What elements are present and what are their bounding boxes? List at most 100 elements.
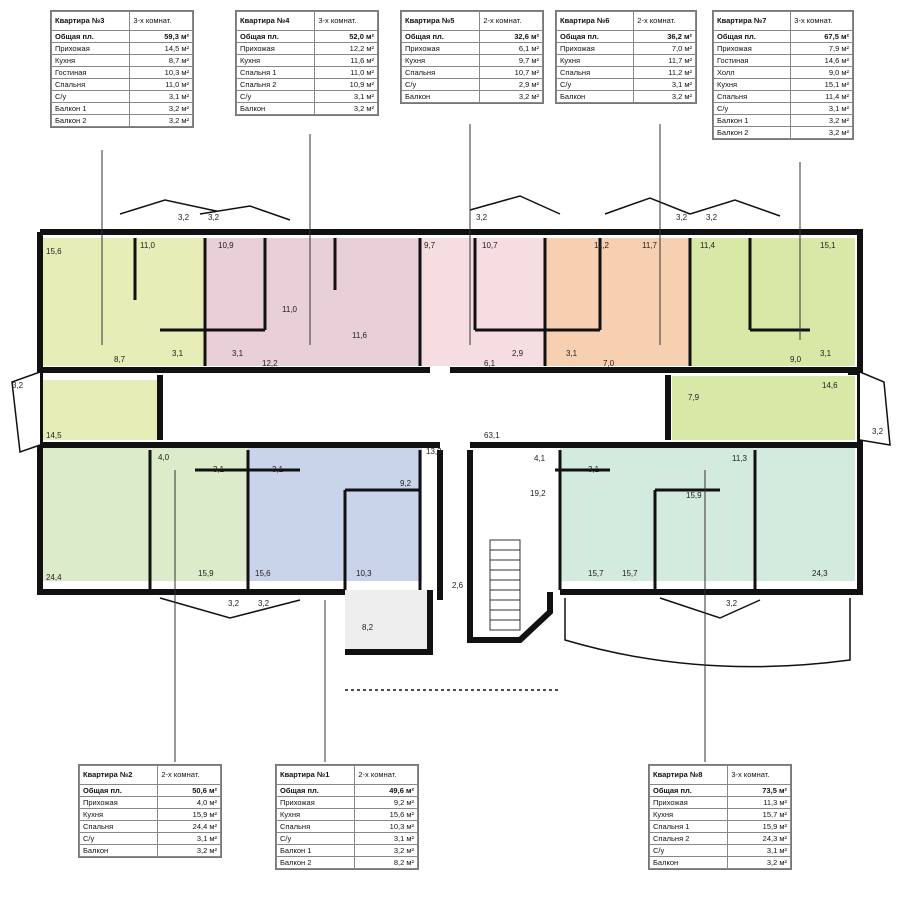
room-area-label: 8,2	[362, 623, 374, 632]
room-name: Прихожая	[50, 42, 131, 55]
room-area-label: 6,1	[484, 359, 496, 368]
room-name: Кухня	[648, 808, 729, 821]
room-area: 3,1 м²	[790, 102, 853, 115]
room-area-label: 15,9	[686, 491, 702, 500]
room-area: 14,6 м²	[790, 54, 853, 67]
room-area-label: 3,2	[12, 381, 24, 390]
room-area-label: 9,7	[424, 241, 436, 250]
balcony-top-2	[199, 205, 291, 221]
room-name: Общая пл.	[555, 30, 635, 43]
room-area: 11,4 м²	[790, 90, 853, 103]
wall-c	[148, 450, 422, 590]
room-area: 15,7 м²	[727, 808, 791, 821]
room-area-label: 19,2	[530, 489, 546, 498]
room-name: Балкон 1	[275, 844, 356, 857]
room-area: 3,2 м²	[314, 102, 378, 115]
wall-a	[133, 238, 422, 366]
room-area: 24,4 м²	[157, 820, 221, 833]
room-name: Балкон	[648, 856, 729, 869]
room-area-label: 13,3	[426, 447, 442, 456]
room-name: Общая пл.	[78, 784, 159, 797]
room-area: 59,3 м²	[129, 30, 193, 43]
room-name: Кухня	[235, 54, 316, 67]
outer-wall-left	[37, 232, 345, 595]
room-area-label: 3,2	[872, 427, 884, 436]
room-area: 9,7 м²	[479, 54, 543, 67]
room-name: Спальня	[50, 78, 131, 91]
total-area-row: Общая пл.50,6 м²	[78, 784, 221, 797]
room-name: Кухня	[78, 808, 159, 821]
balcony-right	[859, 371, 891, 446]
room-name: С/у	[400, 78, 481, 91]
apartment-title: Квартира №6	[555, 11, 635, 31]
room-area-label: 10,7	[482, 241, 498, 250]
room-area-label: 9,2	[400, 479, 412, 488]
apt3-hall-fill	[40, 380, 162, 440]
room-area-label: 11,0	[282, 305, 298, 314]
room-name: Балкон	[78, 844, 159, 857]
balcony-bottom-2	[659, 597, 761, 619]
apt7-hall-fill	[672, 376, 855, 440]
room-area-label: 3,2	[208, 213, 220, 222]
room-area: 10,9 м²	[314, 78, 378, 91]
wall-e	[160, 328, 810, 492]
room-area: 3,1 м²	[633, 78, 696, 91]
room-name: Балкон	[235, 102, 316, 115]
stair-treads	[490, 549, 520, 621]
room-name: Кухня	[50, 54, 131, 67]
room-area: 15,9 м²	[727, 820, 791, 833]
room-name: Балкон	[555, 90, 635, 103]
room-name: Спальня 1	[235, 66, 316, 79]
room-area: 2,9 м²	[479, 78, 543, 91]
total-area-row: Общая пл.49,6 м²	[275, 784, 418, 797]
apartment-type: 2-х комнат.	[354, 765, 418, 785]
room-area-label: 11,3	[732, 454, 748, 463]
room-area: 10,3 м²	[354, 820, 418, 833]
room-name: Балкон	[400, 90, 481, 103]
room-area-label: 11,0	[140, 241, 156, 250]
room-area: 11,3 м²	[727, 796, 791, 809]
room-name: Общая пл.	[275, 784, 356, 797]
room-area-label: 3,1	[213, 465, 225, 474]
room-area: 3,2 м²	[727, 856, 791, 869]
apt3-fill	[40, 238, 205, 366]
room-name: С/у	[648, 844, 729, 857]
room-area: 10,3 м²	[129, 66, 193, 79]
room-area-label: 24,3	[812, 569, 828, 578]
room-name: С/у	[235, 90, 316, 103]
room-area: 9,0 м²	[790, 66, 853, 79]
room-area-label: 8,7	[114, 355, 126, 364]
apartment-type: 3-х комнат.	[129, 11, 193, 31]
room-area: 3,2 м²	[790, 114, 853, 127]
room-area-label: 7,0	[603, 359, 615, 368]
room-area: 52,0 м²	[314, 30, 378, 43]
room-area: 3,2 м²	[129, 102, 193, 115]
room-area: 3,2 м²	[479, 90, 543, 103]
room-area: 7,0 м²	[633, 42, 696, 55]
room-name: Балкон 2	[50, 114, 131, 127]
room-name: Общая пл.	[400, 30, 481, 43]
room-name: С/у	[275, 832, 356, 845]
balcony-top-3	[469, 195, 561, 215]
room-name: Спальня	[78, 820, 159, 833]
room-area-label: 11,4	[700, 241, 716, 250]
total-area-row: Общая пл.73,5 м²	[648, 784, 791, 797]
